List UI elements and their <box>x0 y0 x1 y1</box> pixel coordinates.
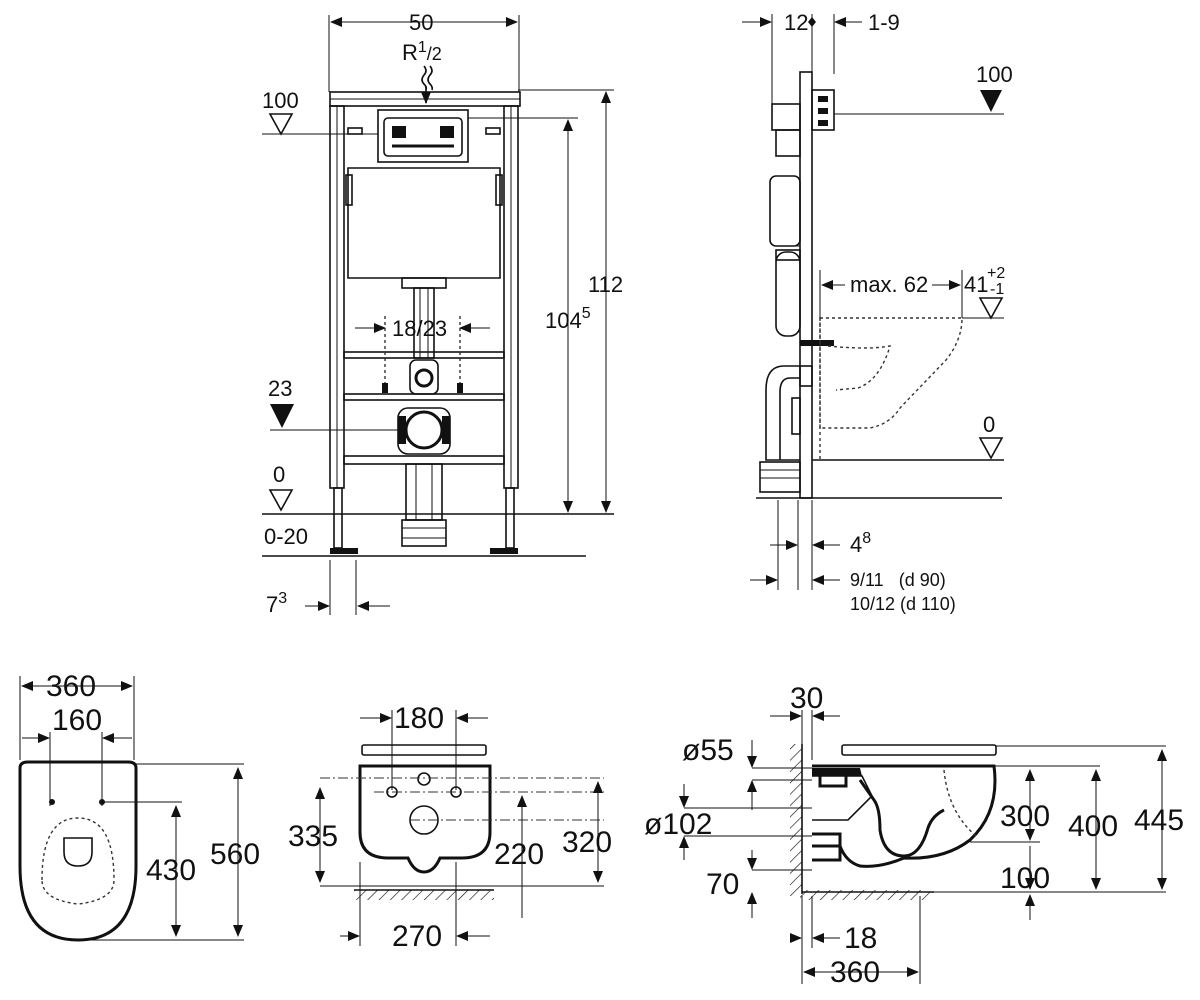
level-marker-open-icon <box>268 113 294 136</box>
level-marker-open-icon <box>268 489 294 512</box>
bowl-width-label: 360 <box>46 670 96 703</box>
bowl-tol-minus: -1 <box>990 281 1004 298</box>
frame-front-view: 50 R1/2 <box>262 10 623 617</box>
bolt-spacing-label: 160 <box>52 704 102 737</box>
inlet-offset-label: 30 <box>790 682 823 715</box>
section-300-label: 300 <box>1000 800 1050 833</box>
section-360-label: 360 <box>830 956 880 989</box>
rear-inlet-height-label: 320 <box>562 826 612 859</box>
rear-bowl-height-label: 335 <box>288 820 338 853</box>
level-marker-filled-icon <box>270 404 294 428</box>
level-100-label: 100 <box>262 88 299 113</box>
inlet-dia-label: ø55 <box>682 734 734 767</box>
rear-bolt-spacing-label: 180 <box>394 702 444 735</box>
outlet-height-label: 70 <box>706 868 739 901</box>
offset-48-label: 48 <box>850 530 871 557</box>
level-marker-filled-icon <box>980 90 1002 112</box>
section-400-label: 400 <box>1068 810 1118 843</box>
side-level-0-label: 0 <box>983 412 995 437</box>
section-18-label: 18 <box>844 922 877 955</box>
bolt-depth-label: 430 <box>146 854 196 887</box>
bowl-level-label: 41 <box>964 272 988 297</box>
bowl-rear-view: 180 335 220 320 270 <box>288 702 612 953</box>
offset-d110-label: 10/12 (d 110) <box>850 594 956 614</box>
section-445-label: 445 <box>1134 804 1184 837</box>
outlet-dia-label: ø102 <box>644 808 712 841</box>
foot-offset-label: 73 <box>266 590 287 617</box>
bowl-tol-plus: +2 <box>987 265 1005 282</box>
flush-spacing-label: 18/23 <box>392 316 447 341</box>
water-supply-icon <box>421 65 434 91</box>
frame-side-view: 12 1-9 100 <box>742 10 1013 614</box>
level-marker-open-icon <box>978 297 1004 320</box>
offset-d90-label: 9/11 (d 90) <box>850 570 946 590</box>
rear-base-width-label: 270 <box>392 920 442 953</box>
bowl-top-view: 360 160 430 560 <box>18 670 260 942</box>
rear-bolt-height-label: 220 <box>494 838 544 871</box>
level-23-label: 23 <box>268 376 292 401</box>
max-reach-label: max. 62 <box>850 272 928 297</box>
bowl-section-view: 30 ø55 ø102 70 300 <box>644 682 1184 989</box>
side-level-100-label: 100 <box>976 62 1013 87</box>
height-112-label: 112 <box>588 272 623 297</box>
pipe-thread-label: R1/2 <box>402 39 442 65</box>
level-0-label: 0 <box>273 462 285 487</box>
bowl-length-label: 560 <box>210 838 260 871</box>
height-104-label: 1045 <box>545 305 591 333</box>
side-adjust-label: 1-9 <box>868 10 900 35</box>
section-100-label: 100 <box>1000 862 1050 895</box>
floor-range-label: 0-20 <box>264 524 308 549</box>
level-marker-open-icon <box>978 437 1004 460</box>
frame-width-label: 50 <box>409 10 433 35</box>
side-depth-label: 12 <box>784 10 808 35</box>
